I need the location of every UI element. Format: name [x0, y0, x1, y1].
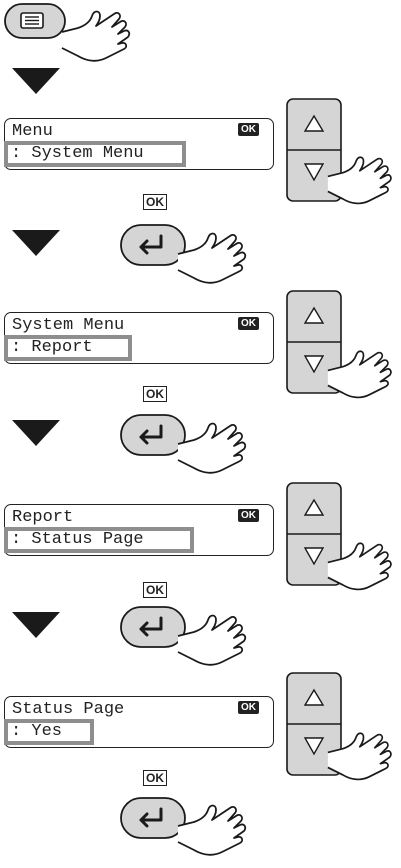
pointing-hand-icon	[176, 416, 256, 486]
arrow-keypad-1[interactable]	[286, 98, 342, 202]
step-arrow-icon	[12, 68, 60, 94]
triangle-down-icon	[303, 547, 325, 566]
pointing-hand-icon	[176, 798, 256, 868]
pointing-hand-icon	[176, 608, 256, 678]
return-arrow-icon	[139, 807, 163, 828]
return-arrow-icon	[139, 234, 163, 255]
arrow-keypad-4[interactable]	[286, 672, 342, 776]
display-panel-3: Report OK : Status Page	[4, 504, 274, 556]
triangle-down-icon	[303, 163, 325, 182]
ok-step-label: OK	[143, 194, 167, 210]
display-title: Status Page	[12, 700, 125, 719]
menu-button[interactable]	[3, 0, 73, 42]
ok-step-label: OK	[143, 770, 167, 786]
triangle-up-icon	[303, 306, 325, 324]
pointing-hand-icon	[326, 724, 401, 794]
enter-button[interactable]	[119, 412, 189, 458]
return-arrow-icon	[139, 616, 163, 637]
ok-indicator: OK	[238, 317, 259, 330]
enter-button[interactable]	[119, 222, 189, 268]
ok-indicator: OK	[238, 701, 259, 714]
pointing-hand-icon	[176, 226, 256, 296]
arrow-keypad-3[interactable]	[286, 482, 342, 586]
display-selection: : System Menu	[4, 141, 186, 167]
display-panel-2: System Menu OK : Report	[4, 312, 274, 364]
triangle-up-icon	[303, 114, 325, 132]
pointing-hand-icon	[60, 4, 140, 74]
ok-step-label: OK	[143, 386, 167, 402]
ok-indicator: OK	[238, 509, 259, 522]
step-arrow-icon	[12, 230, 60, 256]
enter-button[interactable]	[119, 604, 189, 650]
display-selection: : Report	[4, 335, 132, 361]
pointing-hand-icon	[326, 148, 401, 218]
ok-step-label: OK	[143, 582, 167, 598]
ok-indicator: OK	[238, 123, 259, 136]
step-arrow-icon	[12, 420, 60, 446]
display-title: Report	[12, 508, 74, 527]
display-title: Menu	[12, 122, 53, 141]
step-arrow-icon	[12, 612, 60, 638]
display-panel-1: Menu OK : System Menu	[4, 118, 274, 170]
display-selection: : Status Page	[4, 527, 194, 553]
triangle-down-icon	[303, 355, 325, 374]
triangle-up-icon	[303, 688, 325, 706]
pointing-hand-icon	[326, 342, 401, 412]
pointing-hand-icon	[326, 534, 401, 604]
display-panel-4: Status Page OK : Yes	[4, 696, 274, 748]
arrow-keypad-2[interactable]	[286, 290, 342, 394]
triangle-down-icon	[303, 737, 325, 756]
return-arrow-icon	[139, 424, 163, 445]
triangle-up-icon	[303, 498, 325, 516]
display-title: System Menu	[12, 316, 125, 335]
enter-button[interactable]	[119, 795, 189, 841]
display-selection: : Yes	[4, 719, 94, 745]
